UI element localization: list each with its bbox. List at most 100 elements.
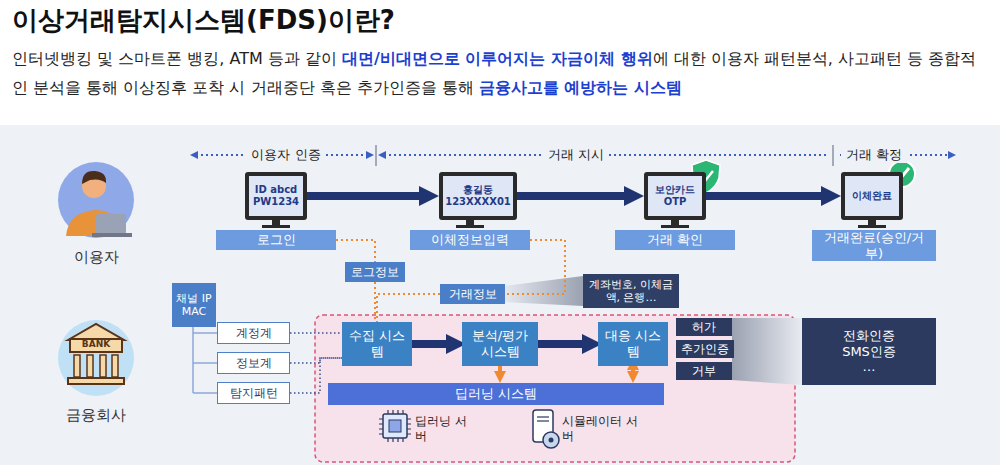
connector (336, 240, 375, 262)
monitor-stand-part (661, 225, 689, 228)
system-box: 대응 시스템 (598, 322, 668, 366)
source-box: 정보계 (217, 352, 290, 374)
node-text: 이체정보입력 (431, 232, 509, 248)
diagram-ground (0, 125, 1000, 465)
deep-learning-server-icon-part (389, 420, 401, 432)
user-icon-part (92, 233, 132, 237)
user-icon-part (58, 162, 134, 238)
node-text: 탐지패턴 (230, 386, 278, 400)
monitor-stand (262, 220, 886, 228)
user-icon-part (96, 214, 126, 234)
intro-paragraph: 인터넷뱅킹 및 스마트폰 뱅킹, ATM 등과 같이 대면/비대면으로 이루어지… (12, 44, 992, 102)
data-tag: 로그정보 (345, 262, 405, 282)
deep-learning-server-icon-part (379, 410, 411, 442)
response-box: 허가 (676, 318, 732, 336)
node-text: 분석/평가 시스템 (466, 328, 534, 359)
node-text: 로그정보 (351, 265, 399, 279)
node-text: ID abcd (255, 184, 298, 196)
bank-icon-part (70, 339, 122, 352)
bank-icon-part (68, 324, 124, 340)
node-text: 로그인 (257, 232, 296, 248)
bank-icon-part (100, 355, 106, 377)
node-text: 123XXXX01 (445, 196, 511, 208)
phase-divider-part (375, 145, 377, 166)
deep-learning-server-icon-part (383, 414, 407, 438)
monitor-screen: ID abcdPW1234 (245, 172, 307, 220)
connector (538, 340, 582, 348)
phase-label: 거래 확정 (841, 147, 907, 163)
node-text: 딥러닝 시스템 (455, 386, 537, 402)
user-icon-part (82, 171, 106, 184)
detail-box: 계좌번호, 이체금액, 은행… (583, 274, 679, 308)
monitor-screen: 홍길동123XXXX01 (439, 172, 517, 220)
bank-icon-part (112, 355, 118, 377)
deep-learning-bar: 딥러닝 시스템 (328, 383, 664, 405)
connector (290, 332, 342, 334)
phase-arrowhead-part (948, 151, 956, 159)
simulator-server-icon-part (543, 432, 559, 448)
monitor-stand-part (456, 225, 484, 228)
actor-label: 금융회사 (66, 406, 126, 425)
bank-icon-part (87, 355, 93, 377)
node-text: 정보계 (236, 356, 272, 370)
step-caption: 이체정보입력 (410, 230, 530, 250)
response-box: 추가인증 (676, 340, 734, 358)
bank-icon-part (68, 378, 124, 384)
bank-icon-part (74, 355, 80, 377)
bank-sign: BANK (82, 339, 110, 350)
system-region (315, 315, 795, 462)
response-fan (732, 318, 802, 385)
connector (290, 358, 342, 363)
source-box: 계정계 (217, 322, 290, 344)
highlight-text: 대면/비대면으로 이루어지는 자금이체 행위 (342, 49, 653, 68)
phase-label: 이용자 인증 (246, 147, 325, 163)
node-text: 거래 확인 (647, 232, 703, 248)
server-label: 시뮬레이터 서버 (562, 414, 646, 444)
response-box: 거부 (676, 362, 732, 380)
step-caption: 로그인 (216, 230, 336, 250)
monitor-stand-part (858, 225, 886, 228)
connector (377, 294, 440, 322)
channel-box: 채널 IP MAC (172, 283, 216, 327)
node-text: 이체완료 (852, 190, 892, 202)
phase-arrowhead-part (366, 151, 374, 159)
deep-learning-server-icon (379, 410, 411, 442)
source-bracket (193, 327, 217, 393)
node-text: 채널 IP MAC (176, 292, 212, 318)
source-box: 탐지패턴 (217, 382, 290, 404)
node-text: 계정계 (236, 326, 272, 340)
node-text: PW1234 (253, 196, 299, 208)
user-icon-part (66, 210, 126, 236)
step-caption: 거래 확인 (615, 230, 735, 250)
bank-icon (58, 320, 134, 396)
phase-divider (376, 145, 833, 166)
node-text: 홍길동 (463, 184, 493, 196)
actor-label: 이용자 (74, 248, 119, 267)
node-text: 수집 시스템 (346, 328, 408, 359)
connector (631, 370, 635, 371)
node-text: 전화인증 SMS인증 … (837, 328, 901, 375)
simulator-server-icon-part (549, 438, 554, 443)
node-text: 추가인증 (681, 342, 729, 356)
simulator-server-icon-part (537, 416, 549, 417)
monitor-screen: 이체완료 (841, 172, 903, 220)
monitor-screen: 보안카드OTP (644, 172, 706, 220)
node-text: 거래완료(승인/거부) (816, 230, 932, 261)
phase-arrowhead-part (190, 151, 198, 159)
system-box: 분석/평가 시스템 (462, 322, 538, 366)
simulator-server-icon-part (537, 420, 549, 421)
connector (307, 192, 419, 200)
node-text: 거부 (692, 364, 716, 378)
connector (517, 192, 624, 200)
monitor-stand-part (262, 225, 290, 228)
connector (374, 282, 376, 322)
data-tag: 거래정보 (440, 284, 505, 304)
system-box: 수집 시스템 (342, 322, 412, 366)
node-text: 계좌번호, 이체금액, 은행… (589, 278, 673, 304)
node-text: 거래정보 (449, 287, 497, 301)
phase-label: 거래 지시 (543, 147, 609, 163)
node-text: 대응 시스템 (602, 328, 664, 359)
node-text: 보안카드 (655, 184, 695, 196)
